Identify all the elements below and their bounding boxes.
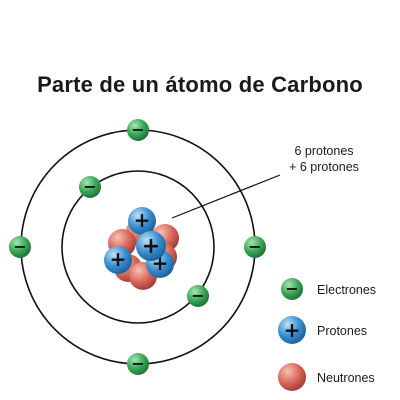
svg-text:−: − bbox=[131, 354, 144, 373]
svg-text:−: − bbox=[285, 279, 298, 298]
nucleus-callout: 6 protones + 6 protones bbox=[274, 143, 374, 175]
proton-particle: + bbox=[136, 231, 166, 261]
svg-text:−: − bbox=[13, 237, 26, 256]
electron-particle: − bbox=[187, 285, 209, 307]
legend-label-electrons: Electrones bbox=[317, 283, 377, 297]
callout-line-1: 6 protones bbox=[294, 144, 354, 158]
electron-particle: − bbox=[127, 119, 149, 141]
legend-label-protons: Protones bbox=[317, 324, 368, 338]
proton-particle: + bbox=[104, 246, 132, 274]
callout-pointer bbox=[171, 174, 281, 219]
proton-particle: + bbox=[128, 207, 156, 235]
electron-particle: − bbox=[79, 176, 101, 198]
svg-text:−: − bbox=[131, 120, 144, 139]
callout-line-2: + 6 protones bbox=[289, 160, 359, 174]
svg-text:+: + bbox=[284, 318, 301, 342]
svg-text:+: + bbox=[110, 247, 127, 271]
legend-proton-icon: + bbox=[278, 316, 306, 344]
nucleus: + + + + bbox=[104, 207, 179, 290]
svg-text:−: − bbox=[191, 286, 204, 305]
svg-text:−: − bbox=[248, 237, 261, 256]
electron-particle: − bbox=[127, 353, 149, 375]
svg-text:+: + bbox=[134, 208, 151, 232]
electron-particle: − bbox=[244, 236, 266, 258]
diagram-title: Parte de un átomo de Carbono bbox=[37, 72, 363, 97]
svg-text:+: + bbox=[142, 234, 160, 259]
electron-particle: − bbox=[9, 236, 31, 258]
legend-label-neutrons: Neutrones bbox=[317, 371, 375, 385]
svg-text:−: − bbox=[83, 177, 96, 196]
inner-orbit bbox=[61, 170, 215, 324]
legend-electron-icon: − bbox=[281, 278, 303, 300]
legend-neutron-icon bbox=[278, 363, 306, 391]
